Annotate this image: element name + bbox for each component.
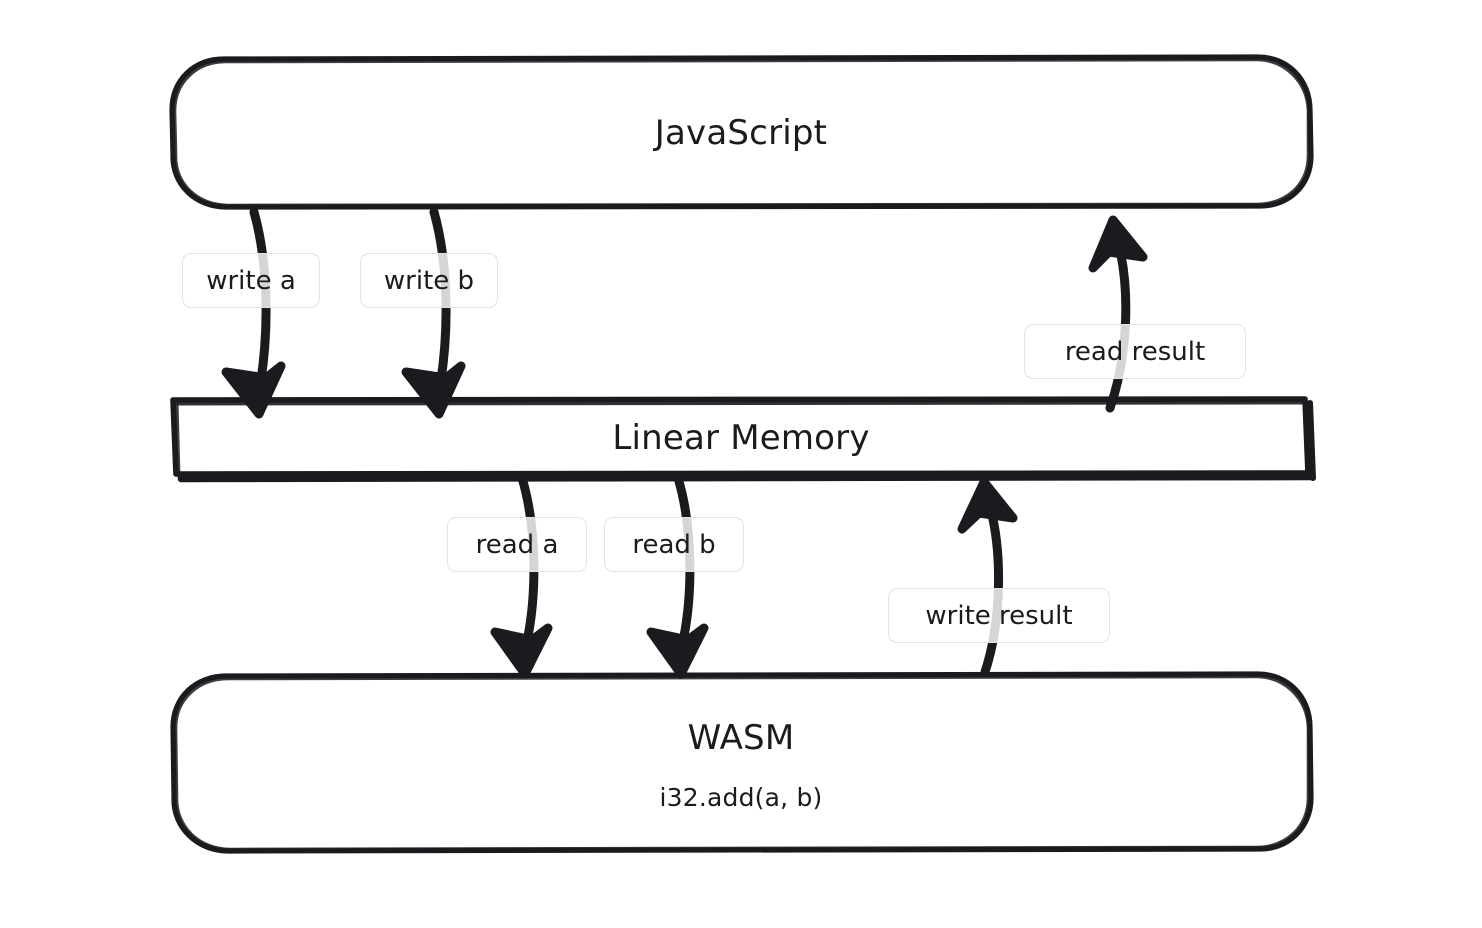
edge-label-read-a[interactable]: read a	[447, 517, 587, 572]
node-wasm-label: WASM	[687, 718, 795, 758]
edge-label-write-b[interactable]: write b	[360, 253, 498, 308]
arrow-read-a[interactable]	[490, 473, 553, 679]
edge-label-write-a[interactable]: write a	[182, 253, 320, 308]
node-javascript-shape[interactable]	[169, 54, 1314, 210]
node-javascript-label: JavaScript	[654, 113, 828, 153]
node-linear-memory-shape[interactable]	[170, 396, 1316, 483]
edge-label-read-b[interactable]: read b	[604, 517, 744, 572]
arrow-read-result[interactable]	[1088, 215, 1148, 413]
arrow-read-b[interactable]	[646, 473, 709, 679]
arrow-write-b[interactable]	[401, 207, 466, 419]
node-wasm-sublabel: i32.add(a, b)	[659, 783, 823, 812]
arrow-write-result[interactable]	[957, 477, 1018, 677]
edge-label-read-result[interactable]: read result	[1024, 324, 1246, 379]
node-wasm-shape[interactable]	[170, 671, 1314, 854]
arrow-write-a[interactable]	[221, 207, 286, 419]
node-linear-memory-label: Linear Memory	[612, 418, 870, 458]
edge-label-write-result[interactable]: write result	[888, 588, 1110, 643]
